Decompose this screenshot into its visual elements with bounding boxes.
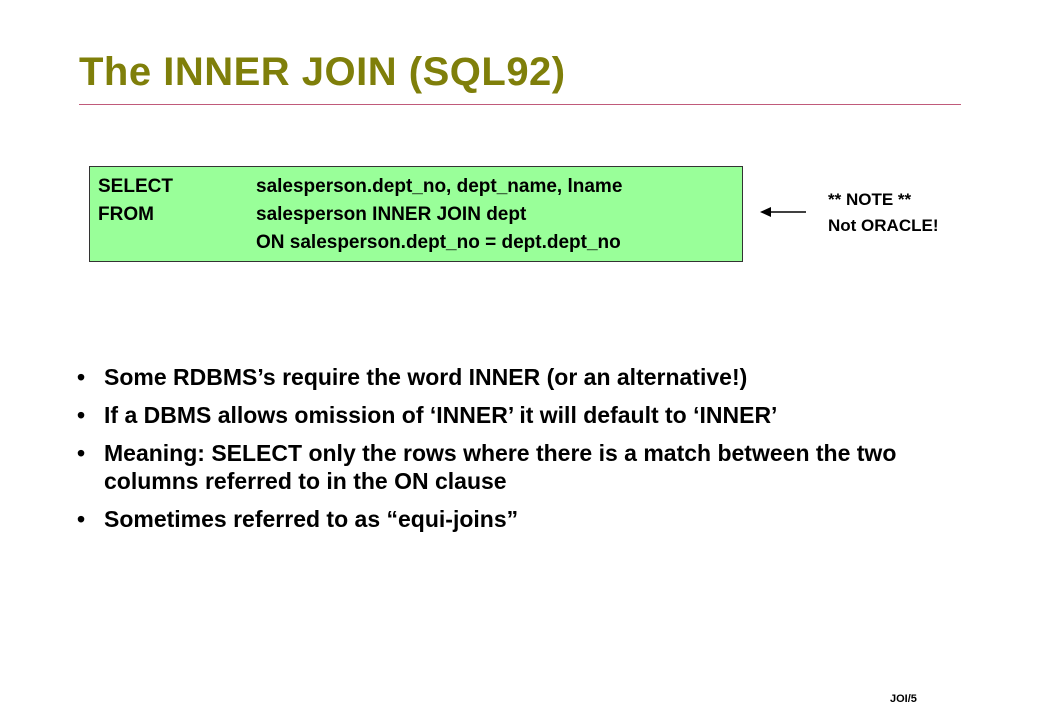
sql-keyword: SELECT xyxy=(98,176,173,197)
oracle-note: ** NOTE ** Not ORACLE! xyxy=(828,187,938,239)
sql-text: salesperson.dept_no, dept_name, lname xyxy=(256,176,623,197)
slide-footer-code: JOI/5 xyxy=(890,693,917,705)
bullet-dot-icon: • xyxy=(77,402,86,428)
sql-code-box: SELECT salesperson.dept_no, dept_name, l… xyxy=(89,166,743,262)
sql-keyword: FROM xyxy=(98,204,154,225)
bullet-list: • Some RDBMS’s require the word INNER (o… xyxy=(77,363,997,543)
sql-text: salesperson INNER JOIN dept xyxy=(256,204,527,225)
bullet-item: • Some RDBMS’s require the word INNER (o… xyxy=(77,363,997,391)
bullet-dot-icon: • xyxy=(77,440,86,466)
sql-text: ON salesperson.dept_no = dept.dept_no xyxy=(256,232,621,253)
note-text: Not ORACLE! xyxy=(828,216,939,235)
note-heading: ** NOTE ** xyxy=(828,190,912,209)
bullet-item: • Meaning: SELECT only the rows where th… xyxy=(77,439,997,495)
bullet-dot-icon: • xyxy=(77,506,86,532)
bullet-text: Some RDBMS’s require the word INNER (or … xyxy=(104,364,748,390)
bullet-text: Meaning: SELECT only the rows where ther… xyxy=(104,440,897,494)
arrow-left-icon xyxy=(760,207,806,217)
bullet-dot-icon: • xyxy=(77,364,86,390)
bullet-text: If a DBMS allows omission of ‘INNER’ it … xyxy=(104,402,778,428)
slide-title: The INNER JOIN (SQL92) xyxy=(79,50,566,94)
title-underline xyxy=(79,104,961,105)
bullet-text: Sometimes referred to as “equi-joins” xyxy=(104,506,519,532)
bullet-item: • If a DBMS allows omission of ‘INNER’ i… xyxy=(77,401,997,429)
bullet-item: • Sometimes referred to as “equi-joins” xyxy=(77,505,997,533)
